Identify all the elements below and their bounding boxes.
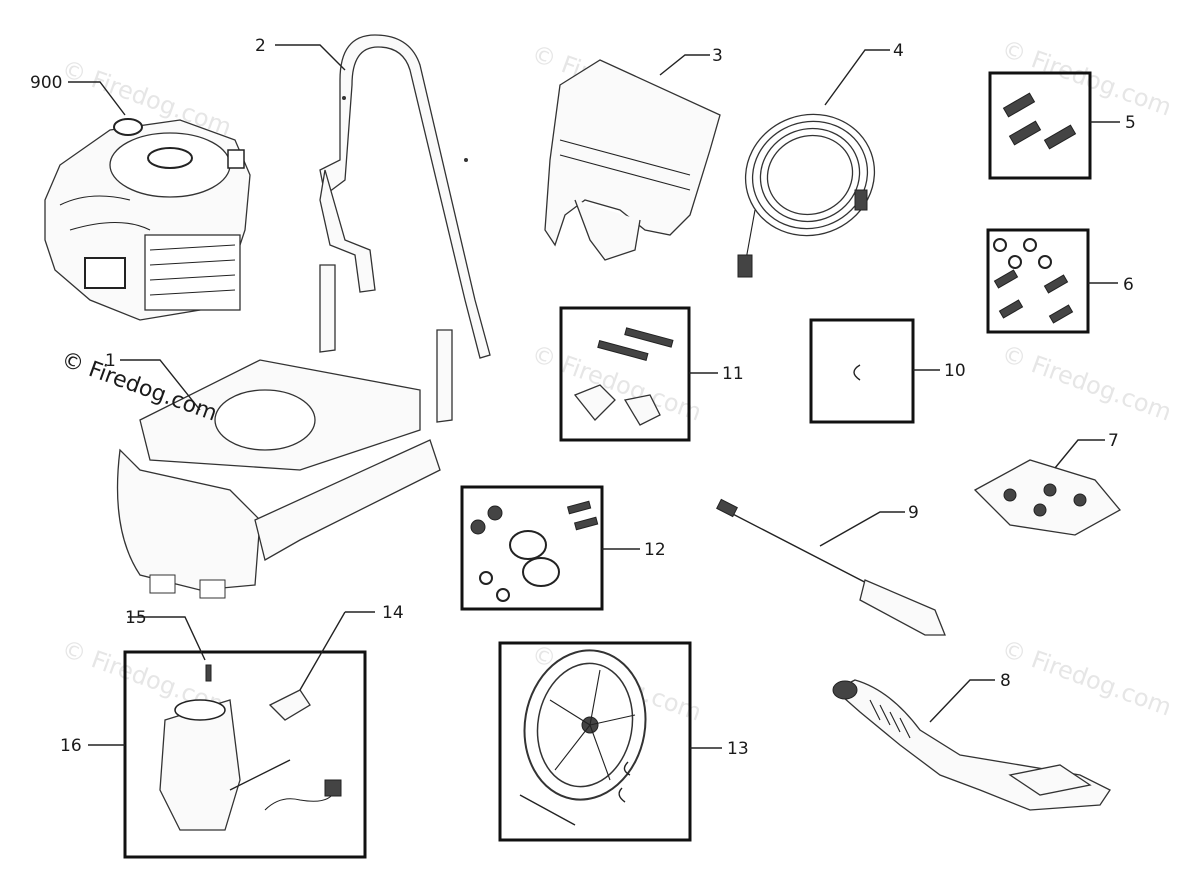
kit-box: [559, 306, 691, 442]
callout-1: 1: [105, 351, 116, 371]
wheel-hardware-part: [470, 500, 599, 602]
watermark: © Firedog.com: [998, 34, 1175, 121]
watermark: © Firedog.com: [998, 339, 1175, 426]
wand-part: [716, 498, 946, 636]
callout-2: 2: [255, 36, 266, 56]
leader-line: [819, 511, 905, 547]
clip-part: [853, 364, 861, 381]
pump-part: [159, 664, 342, 831]
wheel-part: [519, 649, 647, 826]
kit-box: [986, 228, 1090, 334]
callout-14: 14: [382, 603, 404, 623]
leader-line: [659, 54, 710, 76]
leader-line: [275, 44, 346, 71]
bracket-part: [544, 59, 721, 261]
callout-16: 16: [60, 736, 82, 756]
callout-11: 11: [722, 364, 744, 384]
callout-3: 3: [712, 46, 723, 66]
handle-part: [319, 34, 491, 359]
callout-13: 13: [727, 739, 749, 759]
callout-7: 7: [1108, 431, 1119, 451]
frame-part: [116, 264, 453, 599]
bolt-knob-part: [573, 327, 674, 426]
washers-part: [993, 238, 1074, 324]
leader-line: [929, 679, 995, 723]
leader-line: [128, 616, 206, 661]
bolts-part: [1002, 92, 1077, 150]
kit-box: [123, 650, 367, 859]
kit-box: [809, 318, 915, 424]
nozzle-bag-part: [973, 459, 1122, 536]
watermark-dark: © Firedog.com: [58, 347, 220, 426]
kit-box: [460, 485, 604, 611]
callout-12: 12: [644, 540, 666, 560]
kit-box: [988, 71, 1092, 180]
leader-line: [299, 611, 375, 691]
callout-900: 900: [30, 73, 62, 93]
leader-line: [1054, 439, 1105, 469]
kit-box: [498, 641, 692, 842]
spray-gun-part: [832, 679, 1111, 811]
watermark: © Firedog.com: [998, 634, 1175, 721]
callout-9: 9: [908, 503, 919, 523]
callout-6: 6: [1123, 275, 1134, 295]
callout-8: 8: [1000, 671, 1011, 691]
callout-10: 10: [944, 361, 966, 381]
leader-line: [120, 359, 201, 411]
engine-part: [44, 118, 251, 321]
leader-line: [824, 49, 890, 106]
leader-line: [68, 81, 126, 116]
callout-15: 15: [125, 608, 147, 628]
callout-5: 5: [1125, 113, 1136, 133]
callout-4: 4: [893, 41, 904, 61]
hose-part: [737, 113, 876, 278]
